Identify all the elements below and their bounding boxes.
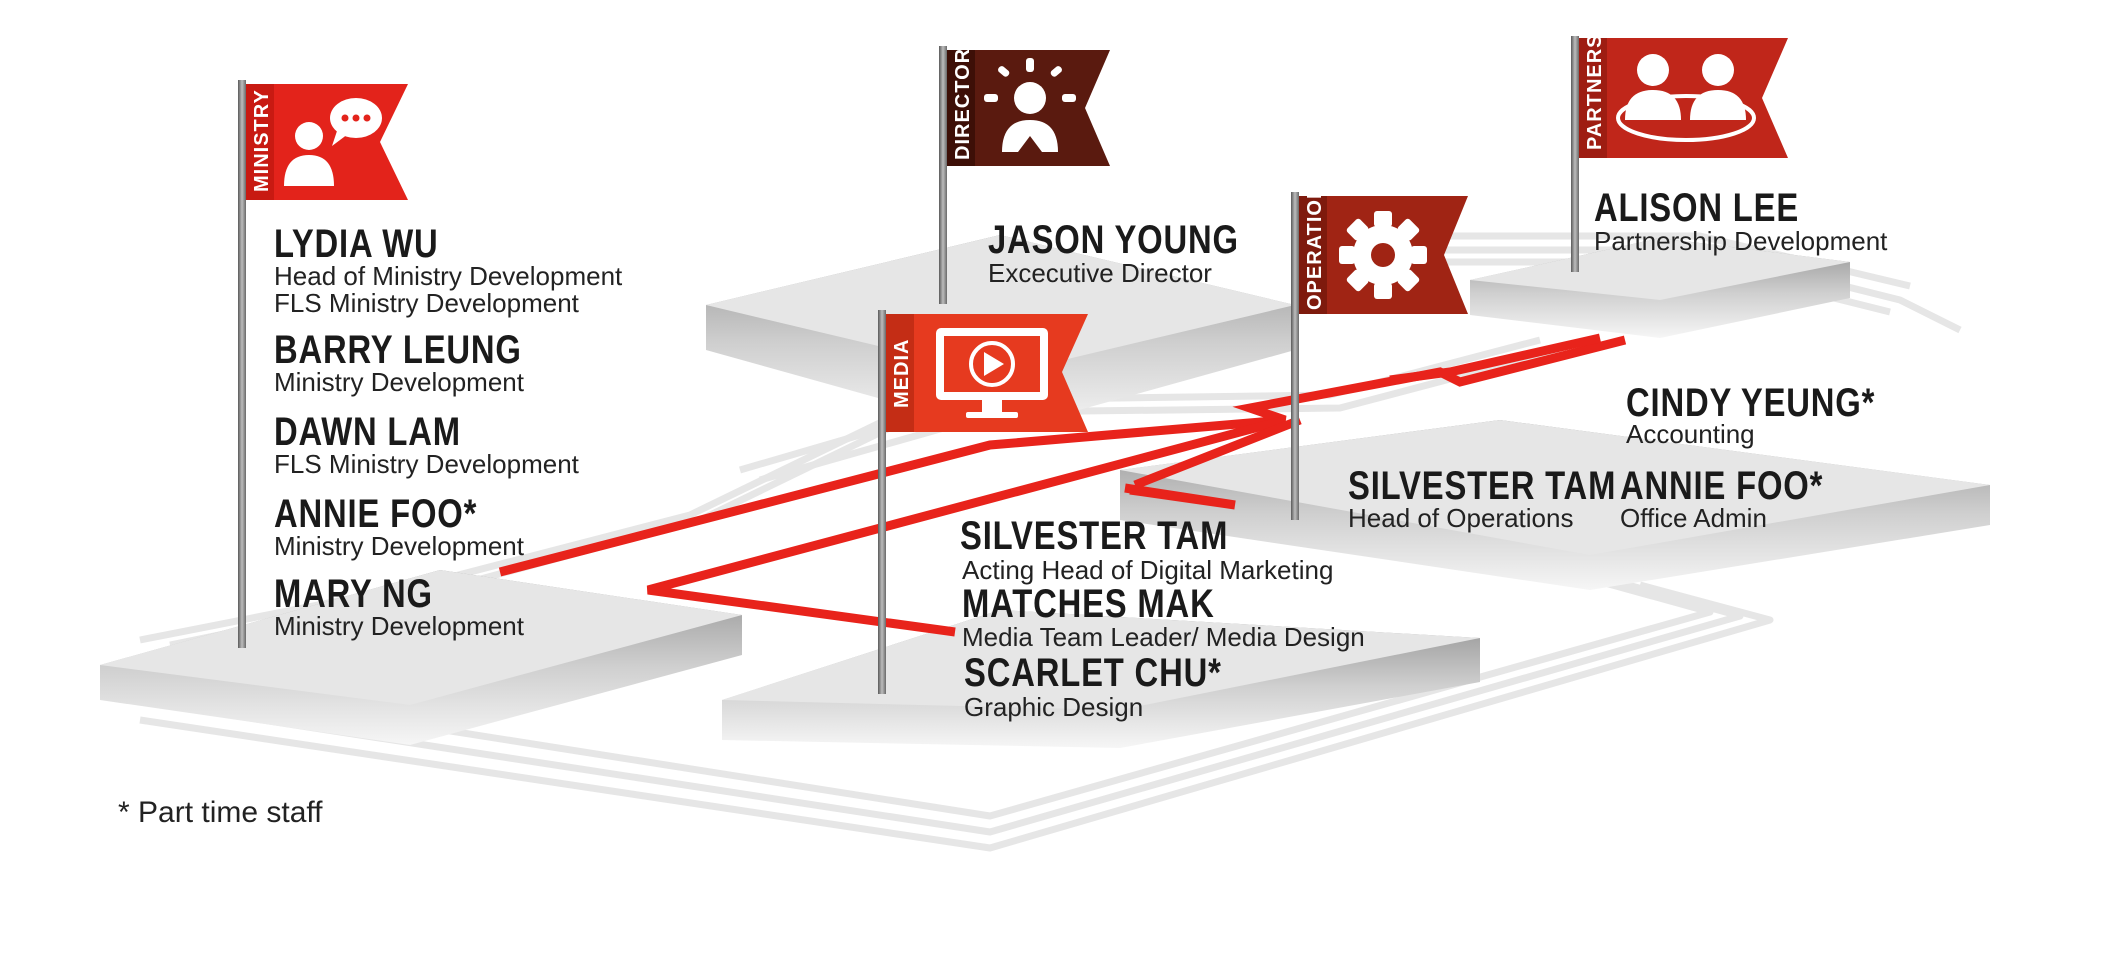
staff-role: Ministry Development [274, 531, 524, 561]
idea-person-icon [984, 58, 1076, 152]
flag-operation: OPERATION [1299, 184, 1468, 314]
pole-director [939, 46, 947, 304]
partners-people-icon [1616, 54, 1756, 142]
staff-name: MATCHES MAK [962, 582, 1215, 626]
staff-name: SCARLET CHU* [964, 651, 1222, 695]
person-speech-bubble-icon [284, 98, 382, 186]
pole-media [878, 310, 886, 694]
staff-name: LYDIA WU [274, 222, 439, 266]
staff-role: Acting Head of Digital Marketing [962, 555, 1334, 585]
staff-role: Ministry Development [274, 611, 524, 641]
staff-role: Ministry Development [274, 367, 524, 397]
flag-label-media: MEDIA [891, 339, 913, 408]
staff-role: Partnership Development [1594, 226, 1888, 256]
staff-role: Excecutive Director [988, 258, 1212, 288]
staff-role: Accounting [1626, 419, 1755, 449]
flag-partners: PARTNERS [1579, 33, 1788, 158]
staff-role: Graphic Design [964, 692, 1144, 722]
staff-name: MARY NG [274, 572, 433, 616]
staff-name: BARRY LEUNG [274, 328, 522, 372]
flag-media: MEDIA [886, 314, 1088, 432]
gear-icon [1339, 211, 1427, 299]
flag-director: DIRECTOR [947, 48, 1110, 166]
red-connector-line [498, 333, 1627, 637]
flag-label-operation: OPERATION [1304, 184, 1326, 310]
staff-name: ANNIE FOO* [1620, 464, 1824, 508]
flag-poles [238, 36, 1579, 694]
flag-label-director: DIRECTOR [952, 48, 974, 160]
platform-partners [1470, 238, 1850, 338]
platform-media [722, 610, 1480, 748]
platform-operation [1120, 420, 1990, 590]
staff-role: Media Team Leader/ Media Design [962, 622, 1365, 652]
staff-role: Office Admin [1620, 503, 1767, 533]
footnote: * Part time staff [118, 796, 323, 829]
staff-name: CINDY YEUNG* [1626, 381, 1876, 425]
staff-name: ANNIE FOO* [274, 492, 478, 536]
flag-label-ministry: MINISTRY [251, 89, 273, 192]
staff-role: FLS Ministry Development [274, 288, 579, 318]
staff-name: SILVESTER TAM [960, 514, 1229, 558]
staff-name: DAWN LAM [274, 410, 461, 454]
pole-operation [1291, 192, 1299, 520]
flag-ministry: MINISTRY [246, 84, 408, 200]
pole-partners [1571, 36, 1579, 272]
flag-label-partners: PARTNERS [1584, 33, 1606, 150]
staff-role: Head of Ministry Development [274, 261, 623, 291]
staff-name: SILVESTER TAM [1348, 464, 1617, 508]
staff-name: JASON YOUNG [988, 218, 1239, 262]
pole-ministry [238, 80, 246, 648]
monitor-play-icon [936, 328, 1048, 418]
staff-role: Head of Operations [1348, 503, 1574, 533]
staff-role: FLS Ministry Development [274, 449, 579, 479]
staff-name: ALISON LEE [1594, 186, 1800, 230]
platform-ministry [100, 570, 742, 745]
